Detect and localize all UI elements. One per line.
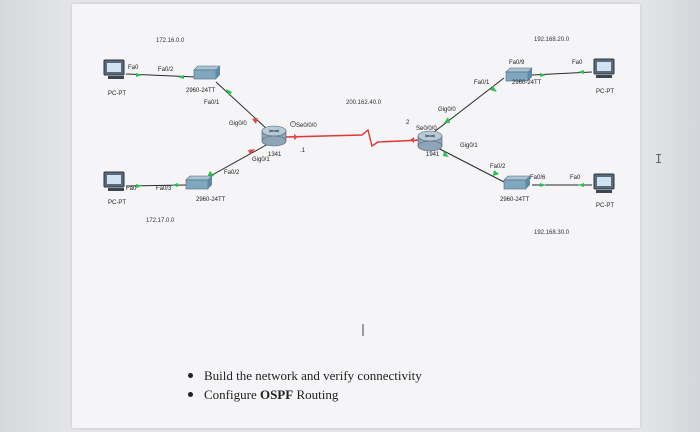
link-sw-tl-router-left [215,81,269,131]
net-label-bottom-right: 192.168.30.0 [534,230,570,236]
router-right-label: 1941 [426,152,440,158]
wan-host-left: .1 [300,148,306,154]
switch-bottom-right-icon[interactable] [503,175,531,190]
bullet-icon [188,373,193,378]
switch-top-right-icon[interactable] [505,67,533,82]
task-list: Build the network and verify connectivit… [188,366,422,404]
port-label: Fa0 [572,60,583,66]
net-label-bottom-left: 172.17.0.0 [146,218,175,224]
net-label-top-right: 192.168.20.0 [534,37,570,43]
task-item: Build the network and verify connectivit… [188,366,422,385]
link-pc-bl-sw-bl [125,183,187,188]
port-label: Fa0/1 [204,100,220,106]
pc-top-right-icon[interactable] [593,58,615,78]
pc-top-left-icon[interactable] [103,59,125,79]
task-item: Configure OSPF Routing [188,385,422,404]
pc-bottom-left-icon[interactable] [103,171,125,191]
port-label: Fa0/2 [158,67,174,73]
port-label: Gig0/0 [229,121,247,127]
router-right-icon[interactable] [417,130,443,152]
task-text-suffix: Routing [293,387,339,402]
port-label: Fa0 [128,65,139,71]
task-text-bold: OSPF [259,387,294,402]
port-label: Fa0/6 [530,175,546,181]
slide-page: 172.16.0.0 172.17.0.0 200.162.40.0 192.1… [72,4,640,428]
link-pc-tl-sw-tl [125,73,197,79]
switch-bottom-right-label: 2960-24TT [500,197,530,203]
serial-link-wan [285,128,423,148]
switch-top-right-label: 2960-24TT [512,80,542,86]
port-label: Fa0/1 [474,80,490,86]
clock-icon [290,121,296,127]
port-label: Fa0/2 [224,170,240,176]
port-label: Fa0 [570,175,581,181]
net-label-top-left: 172.16.0.0 [156,38,185,44]
router-left-icon[interactable] [261,125,287,147]
link-router-right-sw-tr [433,77,505,133]
switch-bottom-left-label: 2960-24TT [196,197,226,203]
pc-top-right-label: PC-PT [596,89,614,95]
port-label: Se0/0/0 [416,126,437,132]
pc-bottom-right-icon[interactable] [593,173,615,193]
port-label: Fa0/9 [509,60,525,66]
switch-top-left-label: 2960-24TT [186,88,216,94]
link-sw-tr-pc-tr [531,70,593,77]
link-sw-br-pc-br [532,183,592,187]
port-label: Fa0 [126,186,137,192]
pc-bottom-right-label: PC-PT [596,203,614,209]
port-label: Fa0/2 [490,164,506,170]
router-left-label: 1341 [268,152,282,158]
port-label: Se0/0/0 [296,123,317,129]
switch-top-left-icon[interactable] [193,65,221,80]
text-cursor-icon: I [655,152,663,166]
task-text-prefix: Configure [204,387,260,402]
port-label: Gig0/1 [460,143,478,149]
bullet-icon [188,392,193,397]
task-text: Build the network and verify connectivit… [204,368,422,383]
link-router-right-sw-br [433,145,505,183]
port-label: Gig0/1 [252,157,270,163]
pc-top-left-label: PC-PT [108,91,126,97]
network-topology-diagram: 172.16.0.0 172.17.0.0 200.162.40.0 192.1… [103,37,615,336]
wan-host-right: 2 [406,120,410,126]
net-label-wan: 200.162.40.0 [346,100,382,106]
pc-bottom-left-label: PC-PT [108,200,126,206]
port-label: Fa0/3 [156,186,172,192]
switch-bottom-left-icon[interactable] [185,175,213,190]
port-label: Gig0/0 [438,107,456,113]
